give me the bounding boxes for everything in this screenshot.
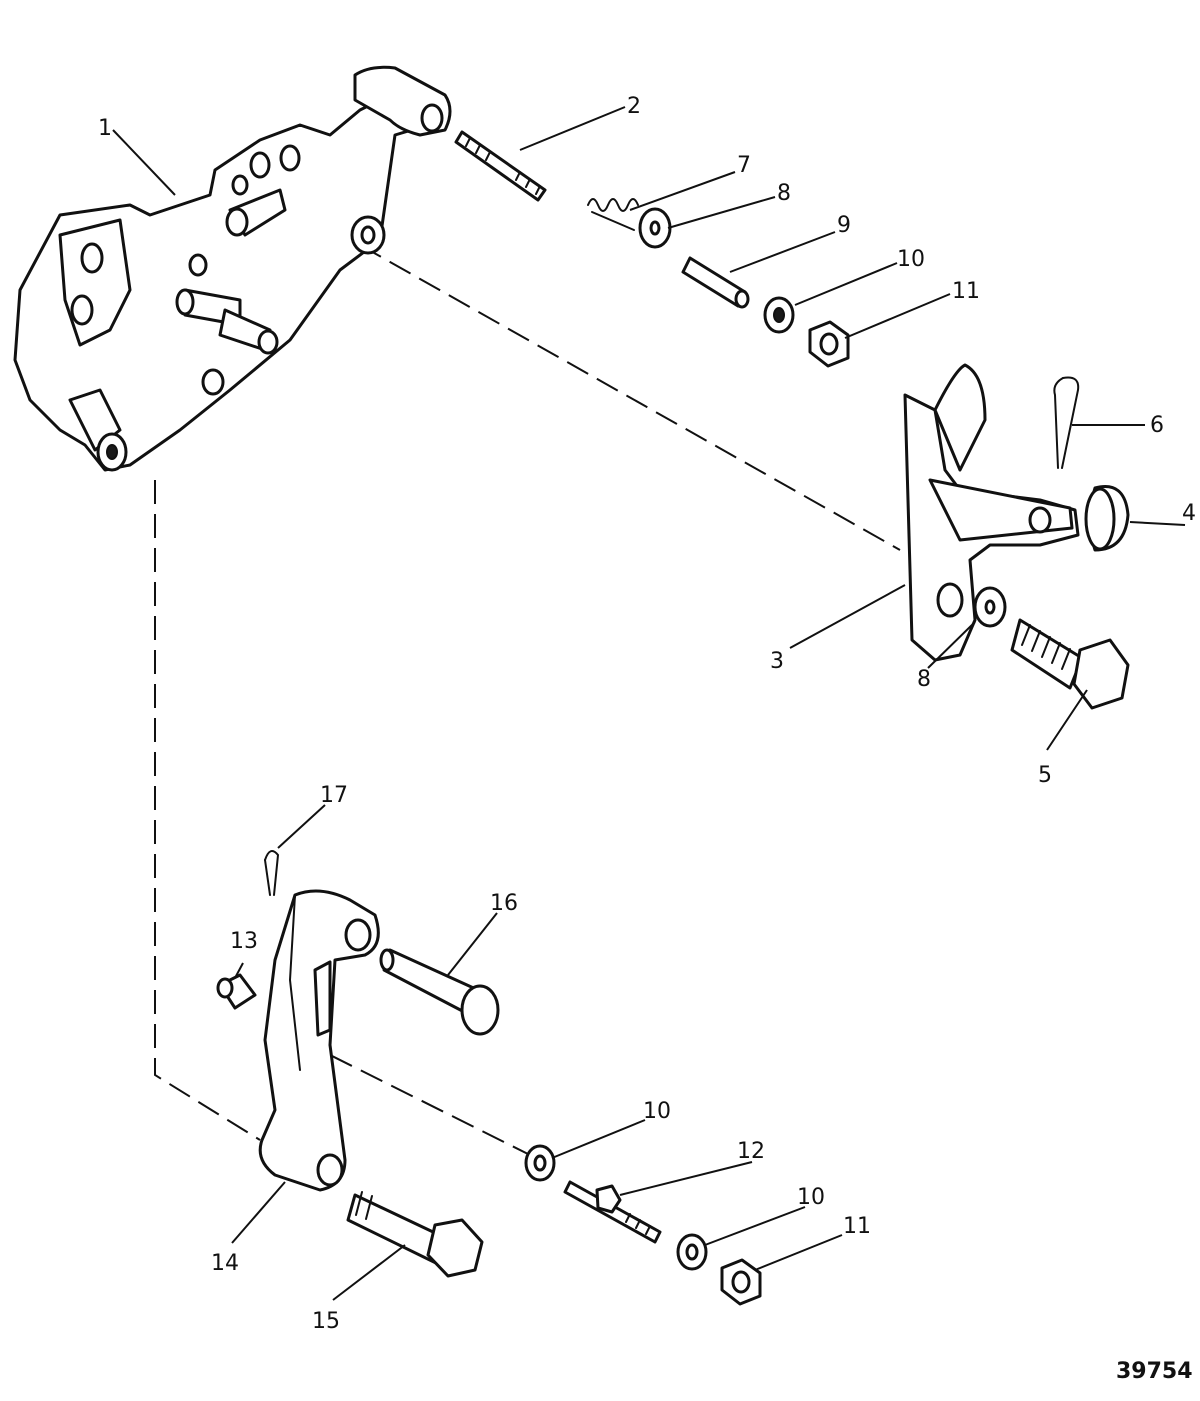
spring-part-7 — [587, 198, 639, 231]
bolt-part-5 — [1010, 618, 1130, 710]
callout-12: 12 — [737, 1139, 765, 1164]
lever-part-3 — [903, 363, 1080, 662]
callout-10-lower: 10 — [797, 1185, 825, 1210]
retainer-part-13 — [216, 973, 257, 1010]
stud-part-12 — [563, 1180, 662, 1244]
washer-part-10-middle — [524, 1144, 556, 1182]
callout-10-middle: 10 — [643, 1099, 671, 1124]
callout-9: 9 — [837, 213, 851, 238]
assembly-dashed-lines — [154, 244, 901, 1156]
callout-8-upper: 8 — [777, 181, 791, 206]
callout-7: 7 — [737, 153, 751, 178]
figure-number: 39754 — [1116, 1359, 1193, 1384]
callout-labels: 1 2 7 8 9 10 11 6 4 3 8 5 17 16 13 14 15… — [98, 94, 1196, 1334]
callout-11-upper: 11 — [952, 279, 980, 304]
callout-3: 3 — [770, 649, 784, 674]
bracket-part-1 — [13, 65, 452, 472]
nut-part-11-upper — [808, 320, 850, 368]
washer-part-8-upper — [638, 207, 672, 249]
callout-15: 15 — [312, 1309, 340, 1334]
callout-6: 6 — [1150, 413, 1164, 438]
callout-11-lower: 11 — [843, 1214, 871, 1239]
cotter-pin-part-6 — [1053, 376, 1080, 469]
leader-lines — [112, 106, 1186, 1301]
cap-part-4 — [1084, 485, 1130, 552]
washer-part-10-lower — [676, 1233, 708, 1271]
callout-17: 17 — [320, 783, 348, 808]
shoulder-bolt-part-15 — [346, 1191, 484, 1278]
callout-1: 1 — [98, 116, 112, 141]
cotter-pin-part-17 — [264, 850, 280, 896]
callout-10-upper: 10 — [897, 247, 925, 272]
callout-5: 5 — [1038, 763, 1052, 788]
callout-4: 4 — [1182, 501, 1196, 526]
washer-part-10-upper — [763, 296, 795, 334]
link-arm-part-14 — [258, 889, 380, 1192]
callout-14: 14 — [211, 1251, 239, 1276]
callout-16: 16 — [490, 891, 518, 916]
pin-part-9 — [681, 256, 750, 309]
callout-8-lower: 8 — [917, 667, 931, 692]
callout-13: 13 — [230, 929, 258, 954]
callout-2: 2 — [627, 94, 641, 119]
stud-part-2 — [454, 130, 547, 202]
clevis-pin-part-16 — [379, 948, 500, 1036]
washer-part-8-lower — [973, 586, 1007, 628]
nut-part-11-lower — [720, 1258, 762, 1306]
